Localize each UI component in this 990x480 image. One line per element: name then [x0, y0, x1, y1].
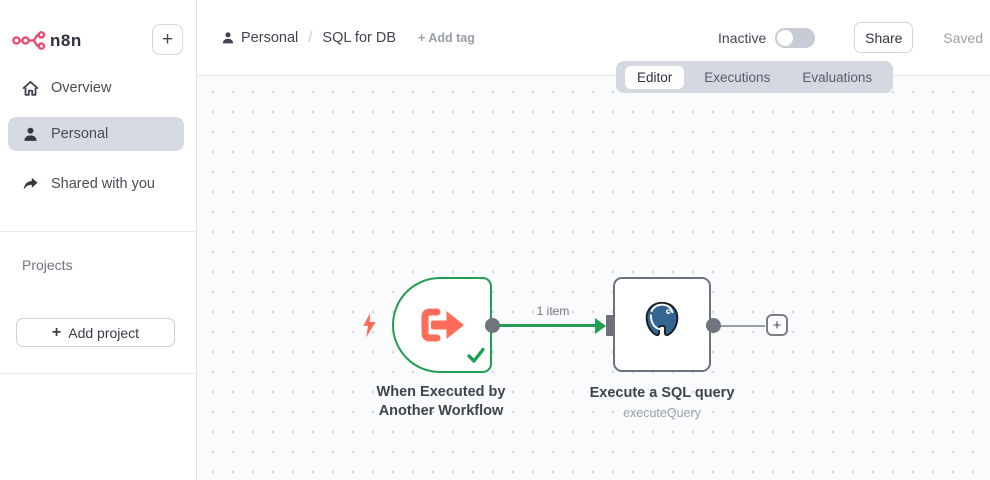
node2-output-connector[interactable] — [706, 318, 721, 333]
workflow-status-label: Inactive — [718, 29, 767, 46]
sidebar: n8n + Overview Personal Shared with you — [0, 0, 197, 480]
saved-status: Saved — [943, 29, 983, 46]
share-button[interactable]: Share — [854, 22, 914, 53]
sidebar-item-overview[interactable]: Overview — [8, 71, 184, 105]
workflow-name[interactable]: SQL for DB — [322, 29, 397, 46]
node2-subtitle: executeQuery — [623, 406, 701, 420]
share-arrow-icon — [23, 177, 38, 190]
header: Personal / SQL for DB + Add tag Inactive… — [197, 0, 990, 76]
active-toggle[interactable] — [775, 27, 816, 48]
home-icon — [22, 80, 39, 96]
new-workflow-button[interactable]: + — [152, 24, 183, 55]
success-check-icon — [467, 347, 485, 368]
node1-output-connector[interactable] — [485, 318, 500, 333]
tab-evaluations[interactable]: Evaluations — [802, 69, 873, 85]
add-node-button[interactable]: + — [766, 314, 788, 336]
user-icon — [24, 127, 37, 141]
trigger-bolt-icon — [361, 312, 378, 344]
plus-icon: + — [161, 28, 174, 50]
sidebar-item-label: Overview — [51, 80, 112, 96]
header-actions: Inactive Share Saved — [718, 0, 983, 75]
sidebar-item-shared-with-you[interactable]: Shared with you — [8, 167, 184, 201]
sidebar-divider-bottom — [0, 373, 196, 374]
workflow-canvas[interactable]: 1 item + When Executed by Anothe — [197, 76, 990, 480]
add-project-label: Add project — [68, 324, 140, 341]
execute-workflow-trigger-icon — [418, 306, 466, 349]
breadcrumb-separator: / — [308, 29, 313, 46]
tab-executions[interactable]: Executions — [704, 69, 771, 85]
plus-icon: + — [772, 316, 782, 334]
node1-title-line1: When Executed by — [376, 384, 506, 400]
sidebar-divider-top — [0, 231, 196, 232]
sidebar-item-personal[interactable]: Personal — [8, 117, 184, 151]
connection-items-label: 1 item — [536, 304, 570, 318]
connection-line[interactable] — [499, 324, 596, 327]
node-execute-a-sql-query[interactable] — [613, 277, 711, 372]
sidebar-logo-row: n8n + — [0, 0, 196, 66]
sidebar-item-label: Personal — [51, 126, 109, 142]
pending-connection-line — [721, 324, 765, 327]
person-icon — [222, 31, 234, 43]
tab-editor[interactable]: Editor — [625, 65, 685, 89]
logo-text: n8n — [50, 31, 82, 50]
node1-title: When Executed by Another Workflow — [341, 383, 541, 421]
connection-arrowhead-icon — [595, 317, 606, 334]
breadcrumb: Personal / SQL for DB + Add tag — [221, 0, 475, 75]
projects-section-label: Projects — [22, 257, 73, 273]
node2-title: Execute a SQL query — [589, 385, 735, 401]
postgres-elephant-icon — [639, 299, 685, 350]
n8n-logo-icon — [11, 27, 48, 59]
breadcrumb-project[interactable]: Personal — [241, 29, 299, 46]
toggle-knob — [777, 29, 794, 46]
node1-title-line2: Another Workflow — [378, 403, 504, 419]
view-tabs: Editor Executions Evaluations — [616, 61, 894, 93]
add-project-button[interactable]: + Add project — [16, 318, 175, 347]
node2-input-connector[interactable] — [606, 315, 615, 336]
plus-icon: + — [51, 323, 62, 341]
sidebar-item-label: Shared with you — [51, 176, 155, 192]
add-tag-button[interactable]: + Add tag — [418, 30, 475, 45]
